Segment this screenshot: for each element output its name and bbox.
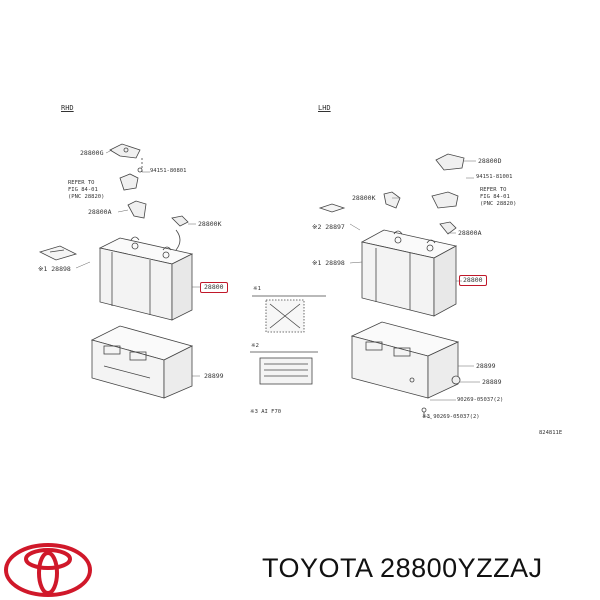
note2-marker: ※2 [251, 343, 259, 349]
part-90269-05037-note3[interactable]: ※3 90269-05037(2) [422, 414, 480, 420]
rhd-heading: RHD [61, 104, 74, 112]
lhd-fig-ref[interactable]: FIG 84-01 [480, 194, 510, 200]
note3-text: ※3 AI F70 [250, 409, 282, 415]
lhd-hold-down-clamp [318, 153, 465, 418]
part-28897-lhd[interactable]: ※2 28897 [312, 223, 345, 231]
toyota-logo-icon [4, 543, 92, 597]
rhd-label-sticker [38, 245, 78, 261]
part-number: 28800YZZAJ [380, 553, 543, 583]
part-94151-81001[interactable]: 94151-81001 [476, 174, 513, 180]
note1-inset [252, 295, 326, 333]
brand-part-title: TOYOTA 28800YZZAJ [262, 553, 543, 584]
part-28800a-rhd[interactable]: 28800A [88, 208, 112, 216]
part-28800k-rhd[interactable]: 28800K [198, 220, 222, 228]
figure-code: 824811E [539, 430, 563, 436]
rhd-refer-to: REFER TO [68, 180, 95, 186]
part-28800a-lhd[interactable]: 28800A [458, 229, 482, 237]
note1-marker: ※1 [253, 286, 261, 292]
part-28800g[interactable]: 28800G [80, 149, 104, 157]
part-28898-lhd[interactable]: ※1 28898 [312, 259, 345, 267]
part-90269-05037[interactable]: 90269-05037(2) [457, 397, 504, 403]
rhd-hold-down-clamp [109, 143, 189, 251]
part-94151-80801[interactable]: 94151-80801 [150, 168, 187, 174]
rhd-fig-ref[interactable]: FIG 84-01 [68, 187, 98, 193]
rhd-battery-illustration [98, 236, 194, 321]
part-28889[interactable]: 28889 [482, 378, 502, 386]
lhd-battery-illustration [360, 229, 458, 317]
brand-name: TOYOTA [262, 553, 373, 583]
lhd-refer-to: REFER TO [480, 187, 507, 193]
rhd-pnc-ref: (PNC 28820) [68, 194, 105, 200]
part-28899-lhd[interactable]: 28899 [476, 362, 496, 370]
note2-inset [250, 351, 318, 385]
rhd-battery-tray [90, 325, 194, 399]
lhd-pnc-ref: (PNC 28820) [480, 201, 517, 207]
part-28800d[interactable]: 28800D [478, 157, 502, 165]
highlighted-part-28800-lhd[interactable]: 28800 [459, 275, 487, 286]
part-28898-rhd[interactable]: ※1 28898 [38, 265, 71, 273]
lhd-battery-tray [350, 321, 460, 399]
highlighted-part-28800-rhd[interactable]: 28800 [200, 282, 228, 293]
part-28899-rhd[interactable]: 28899 [204, 372, 224, 380]
lhd-heading: LHD [318, 104, 331, 112]
part-28800k-lhd[interactable]: 28800K [352, 194, 376, 202]
